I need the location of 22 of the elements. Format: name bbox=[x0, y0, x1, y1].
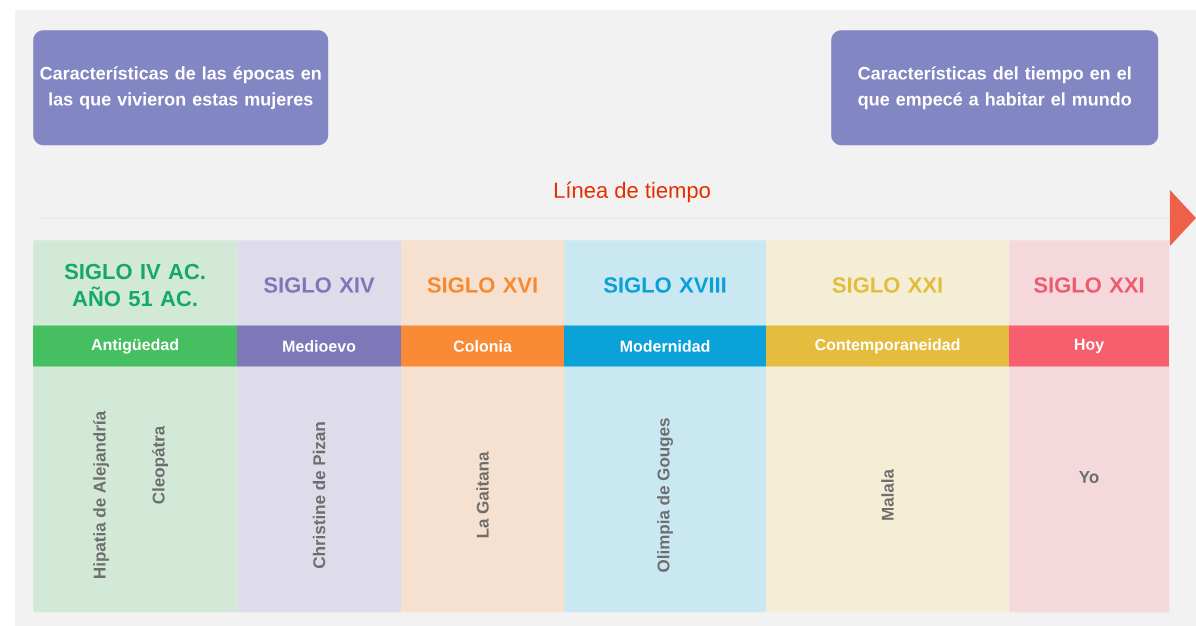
era-band: Contemporaneidad bbox=[766, 325, 1009, 367]
era-band: Modernidad bbox=[564, 325, 766, 367]
person-name: Malala bbox=[881, 468, 894, 520]
century-heading: SIGLO XVIII bbox=[603, 277, 726, 293]
person-name: Cleopátra bbox=[152, 425, 168, 504]
heading-box: Características de las épocas en las que vivieron estas mujeres bbox=[33, 30, 329, 146]
person-name: Yo bbox=[1079, 471, 1099, 483]
person-name: Hipatia de Alejandría bbox=[93, 410, 109, 578]
person-name: Christine de Pizan bbox=[312, 422, 326, 568]
heading-box: Características del tiempo en el que empecé a habitar el mundo bbox=[831, 30, 1159, 146]
century-heading: SIGLO IV AC. AÑO 51 AC. bbox=[64, 263, 205, 307]
era-band: Antigüedad bbox=[33, 325, 237, 367]
century-heading: SIGLO XVI bbox=[427, 277, 537, 293]
era-band: Hoy bbox=[1009, 325, 1169, 367]
era-band: Medioevo bbox=[237, 325, 401, 367]
person-name: Olimpia de Gouges bbox=[657, 418, 673, 572]
person-name: La Gaitana bbox=[476, 451, 489, 538]
era-band: Colonia bbox=[401, 325, 564, 367]
century-heading: SIGLO XXI bbox=[832, 277, 942, 293]
century-heading: SIGLO XIV bbox=[264, 277, 375, 293]
timeline-title: Línea de tiempo bbox=[554, 181, 710, 203]
century-heading: SIGLO XXI bbox=[1034, 277, 1144, 293]
